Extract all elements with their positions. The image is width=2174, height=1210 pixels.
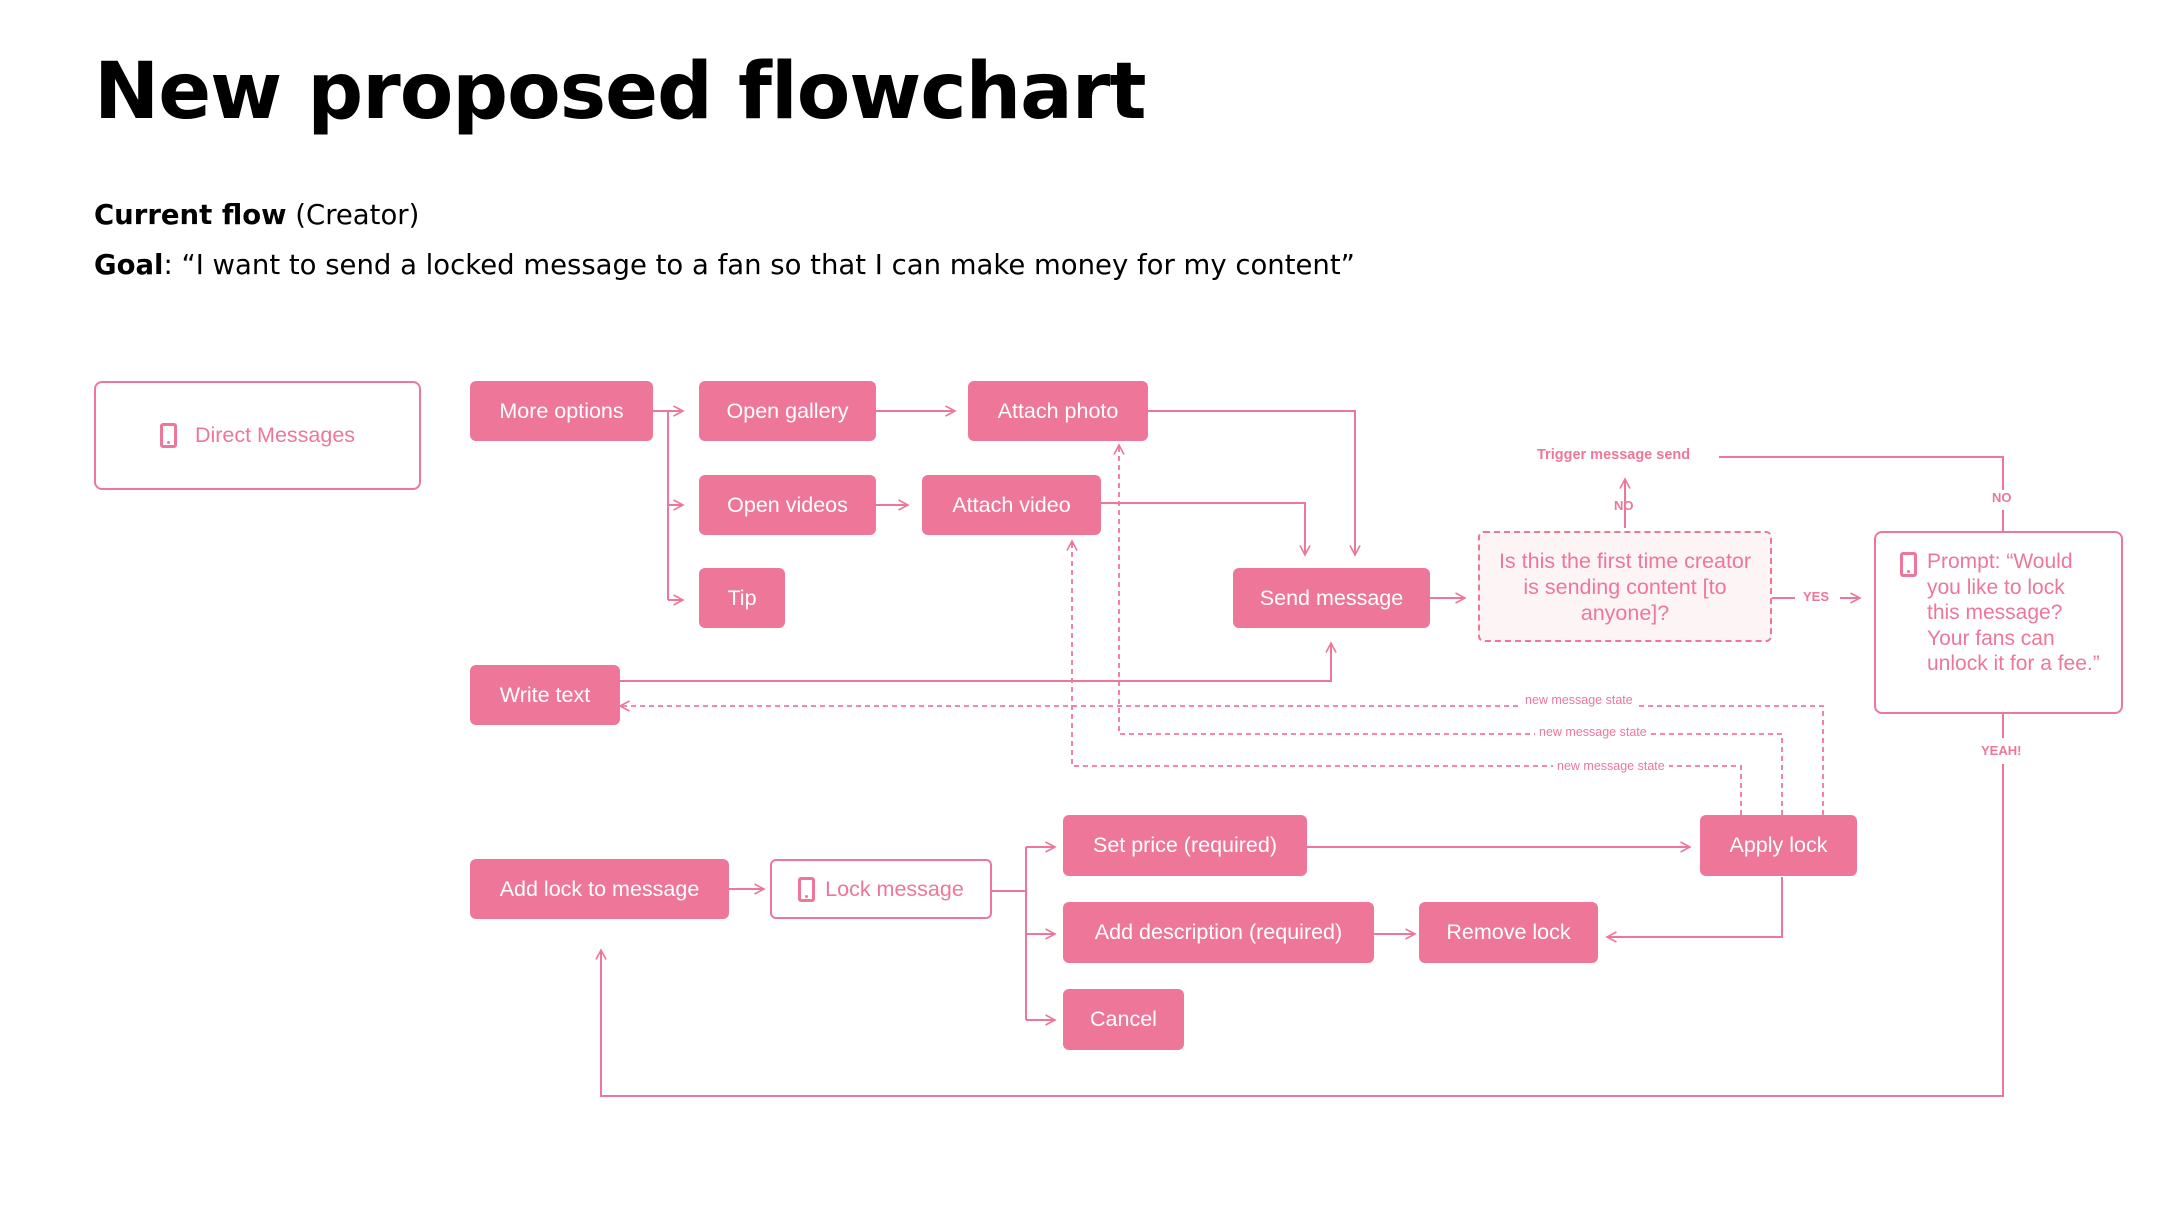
- edge-yeah-to-add-lock: [601, 764, 2004, 1097]
- yeah-label: YEAH!: [1981, 743, 2022, 758]
- current-flow-actor: (Creator): [286, 199, 420, 231]
- goal-text: : “I want to send a locked message to a …: [163, 249, 1355, 281]
- tip-node[interactable]: Tip: [699, 568, 785, 628]
- edge-write-text-to-send-message: [620, 643, 1331, 682]
- send-message-node[interactable]: Send message: [1233, 568, 1430, 628]
- first-time-decision-node: Is this the first time creator is sendin…: [1478, 531, 1772, 642]
- remove-lock-node[interactable]: Remove lock: [1419, 902, 1598, 963]
- goal-label: Goal: [94, 249, 164, 281]
- phone-icon: [159, 423, 177, 448]
- phone-icon: [1900, 552, 1917, 577]
- edge-apply-lock-to-write-text: [620, 706, 1824, 815]
- direct-messages-node[interactable]: Direct Messages: [94, 381, 421, 490]
- lock-message-label: Lock message: [825, 876, 964, 901]
- set-price-node[interactable]: Set price (required): [1063, 815, 1307, 876]
- page-title: New proposed flowchart: [94, 47, 1146, 137]
- new-message-state-label-2: new message state: [1535, 725, 1651, 739]
- edge-attach-photo-to-send-message: [1148, 410, 1355, 555]
- cancel-node[interactable]: Cancel: [1063, 989, 1184, 1050]
- no-label-up: NO: [1614, 498, 1634, 513]
- add-description-node[interactable]: Add description (required): [1063, 902, 1374, 963]
- no-label-right: NO: [1992, 490, 2012, 505]
- edge-apply-lock-to-remove-lock: [1607, 877, 1783, 937]
- write-text-node[interactable]: Write text: [470, 665, 620, 725]
- apply-lock-node[interactable]: Apply lock: [1700, 815, 1857, 876]
- current-flow-line: Current flow (Creator): [94, 195, 419, 235]
- phone-icon: [798, 876, 816, 902]
- add-lock-node[interactable]: Add lock to message: [470, 859, 729, 919]
- edge-apply-lock-to-attach-photo: [1119, 445, 1783, 815]
- open-gallery-node[interactable]: Open gallery: [699, 381, 876, 441]
- new-message-state-label-1: new message state: [1521, 693, 1637, 707]
- goal-line: Goal: “I want to send a locked message t…: [94, 245, 1355, 285]
- edge-attach-video-to-send-message: [1101, 502, 1305, 555]
- edge-apply-lock-to-attach-video: [1072, 541, 1742, 815]
- current-flow-label: Current flow: [94, 199, 287, 231]
- more-options-node[interactable]: More options: [470, 381, 653, 441]
- open-videos-node[interactable]: Open videos: [699, 475, 876, 535]
- direct-messages-label: Direct Messages: [194, 423, 356, 447]
- edge-trigger-send-to-no: [1719, 456, 2004, 490]
- new-message-state-label-3: new message state: [1553, 759, 1669, 773]
- lock-message-node[interactable]: Lock message: [770, 859, 992, 919]
- attach-video-node[interactable]: Attach video: [922, 475, 1101, 535]
- trigger-send-label: Trigger message send: [1537, 447, 1691, 463]
- yes-label: YES: [1803, 589, 1830, 604]
- prompt-node: Prompt: “Would you like to lock this mes…: [1874, 531, 2123, 714]
- attach-photo-node[interactable]: Attach photo: [968, 381, 1148, 441]
- prompt-text: Prompt: “Would you like to lock this mes…: [1927, 550, 2100, 675]
